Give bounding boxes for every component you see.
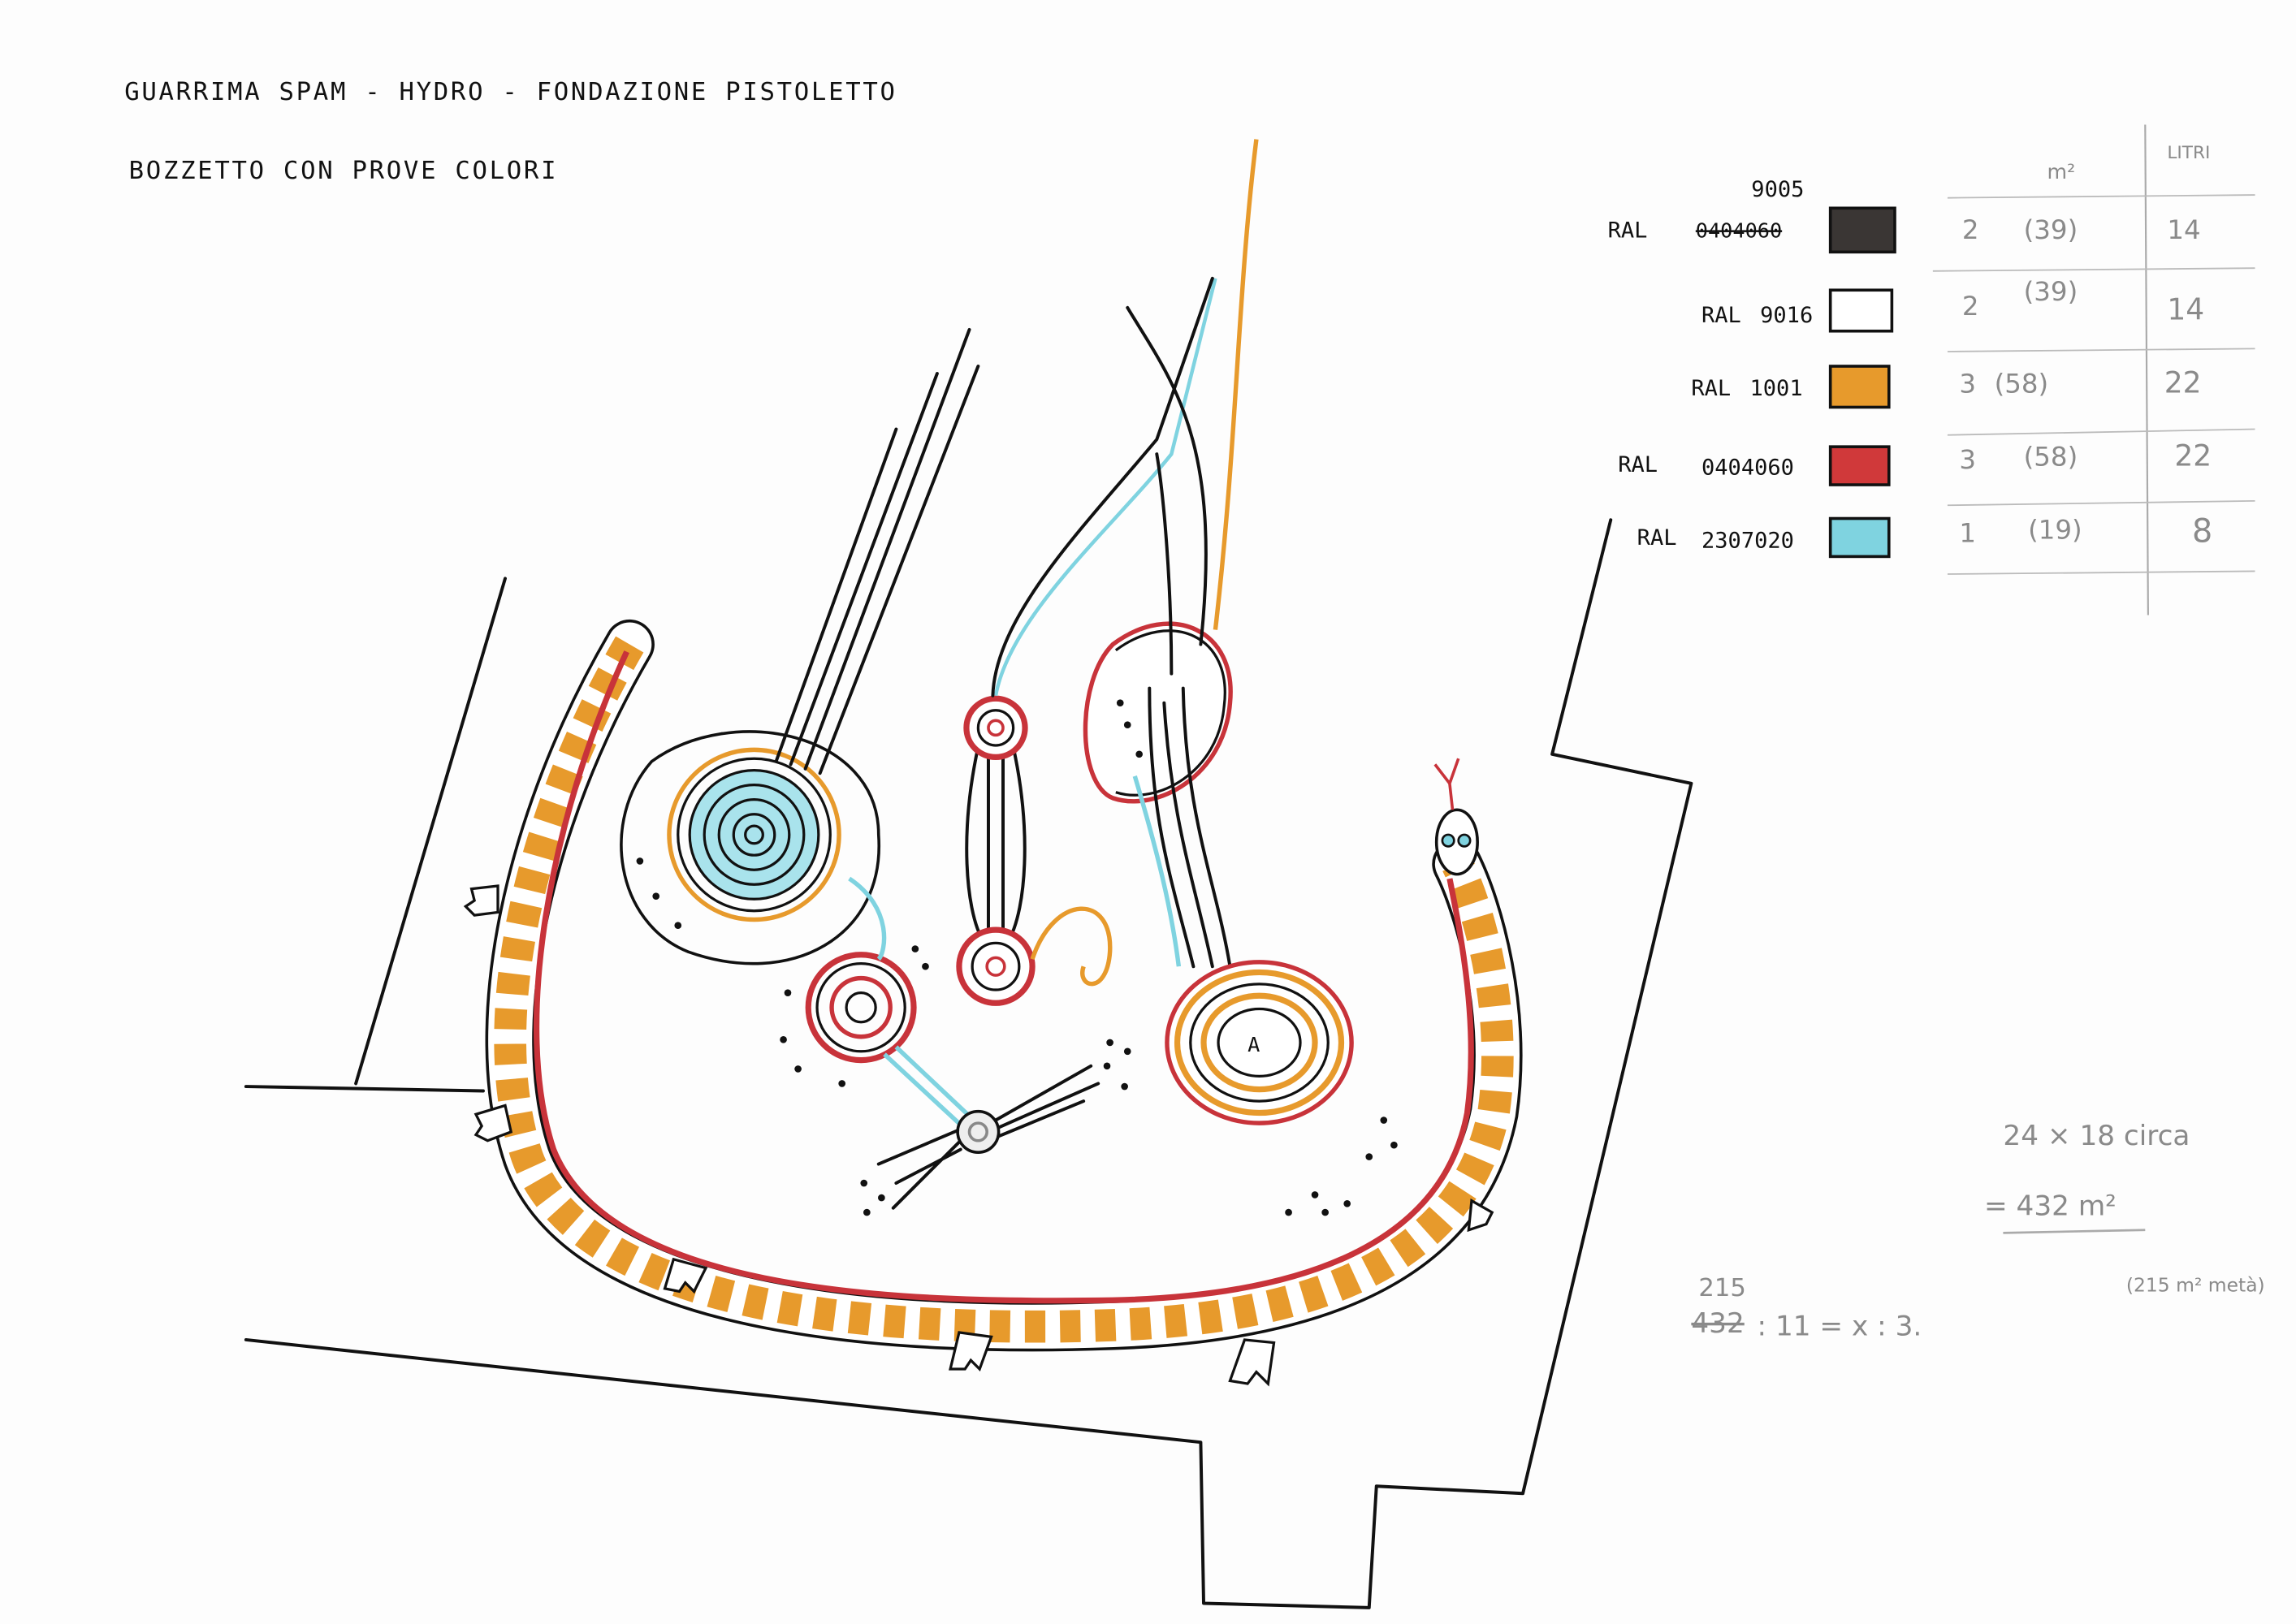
snake: [463, 619, 1523, 1387]
legend-code: 9016: [1760, 303, 1813, 328]
orange-disc-a: A: [1165, 960, 1354, 1125]
legend-col-m2: m²: [2047, 160, 2076, 184]
snake-head: [1434, 808, 1479, 876]
legend-m2: (39): [2024, 276, 2078, 307]
header-title: GUARRIMA SPAM - HYDRO - FONDAZIONE PISTO…: [124, 78, 897, 106]
snake-eye: [1457, 833, 1472, 848]
red-blob: [1083, 621, 1233, 804]
legend-ral-label: RAL: [1618, 452, 1658, 477]
calc-struck-value: 432: [1691, 1307, 1744, 1340]
disc-label: A: [1247, 1033, 1260, 1056]
legend-ral-label: RAL: [1701, 303, 1741, 328]
legend-ral-label: RAL: [1691, 376, 1731, 401]
legend-units: 2: [1962, 214, 1979, 245]
calc-area: = 432 m²: [1984, 1190, 2117, 1223]
legend-m2: (58): [1995, 368, 2049, 399]
legend-litri: 14: [2167, 214, 2200, 245]
legend-units: 2: [1962, 291, 1979, 322]
legend-litri: 22: [2164, 365, 2202, 400]
legend-row-ral-1001: RAL 1001 3 (58) 22: [1691, 365, 2202, 409]
calc-proportion: : 11 = x : 3.: [1758, 1311, 1922, 1343]
swatch-red: [1828, 445, 1891, 486]
legend-m2: (58): [2024, 442, 2078, 473]
building-outline: [354, 577, 507, 1086]
building-outline-left: [244, 1085, 485, 1093]
legend-ral-label: RAL: [1637, 525, 1677, 551]
legend-row-ral-2307020: RAL 2307020 1 (19) 8: [1637, 512, 2212, 559]
legend-row-ral-0404060: RAL 0404060 3 (58) 22: [1618, 439, 2212, 486]
legend-units: 3: [1959, 368, 1976, 399]
legend-litri: 14: [2167, 292, 2204, 326]
building-outline-bottom: [244, 518, 1693, 1609]
legend-col-litri: LITRI: [2167, 143, 2210, 163]
legend-m2: (19): [2028, 515, 2082, 546]
red-disc: [805, 952, 917, 1064]
legend-code: 1001: [1750, 376, 1803, 401]
legend-code-struck: 0404060: [1696, 218, 1782, 242]
swatch-white: [1828, 288, 1894, 333]
calc-dimensions: 24 × 18 circa: [2003, 1120, 2190, 1152]
legend-m2: (39): [2024, 214, 2078, 245]
legend-row-ral-9016: RAL 9016 2 (39) 14: [1701, 276, 2204, 333]
area-calculations: 24 × 18 circa = 432 m² (215 m² metà) 215…: [1691, 1120, 2264, 1342]
legend-code-correction: 9005: [1751, 177, 1804, 202]
rays: [774, 327, 980, 775]
legend-code: 0404060: [1701, 455, 1794, 480]
legend-code: 2307020: [1701, 529, 1794, 554]
red-node-pair: [956, 695, 1113, 1006]
swatch-black: [1828, 206, 1896, 254]
legend-units: 3: [1959, 444, 1976, 475]
snake-tongue: [1433, 758, 1460, 810]
swatch-orange: [1828, 365, 1891, 409]
legend-litri: 22: [2174, 439, 2212, 473]
legend-ral-label: RAL: [1608, 218, 1648, 243]
snake-eye: [1441, 833, 1455, 848]
calc-correction: 215: [1698, 1274, 1745, 1302]
grey-node: [876, 1064, 1100, 1210]
header-subtitle: BOZZETTO CON PROVE COLORI: [129, 157, 559, 185]
blue-spiral-disc: [620, 730, 880, 965]
color-legend: m² LITRI RAL 9005 0404060 2 (39) 14 RAL …: [1608, 124, 2255, 615]
legend-litri: 8: [2192, 512, 2212, 550]
legend-units: 1: [1959, 517, 1976, 548]
dot-clusters: [636, 699, 1398, 1216]
legend-row-ral-9005: RAL 9005 0404060 2 (39) 14: [1608, 177, 2201, 254]
calc-area-note: (215 m² metà): [2126, 1273, 2265, 1296]
swatch-blue: [1828, 516, 1891, 559]
